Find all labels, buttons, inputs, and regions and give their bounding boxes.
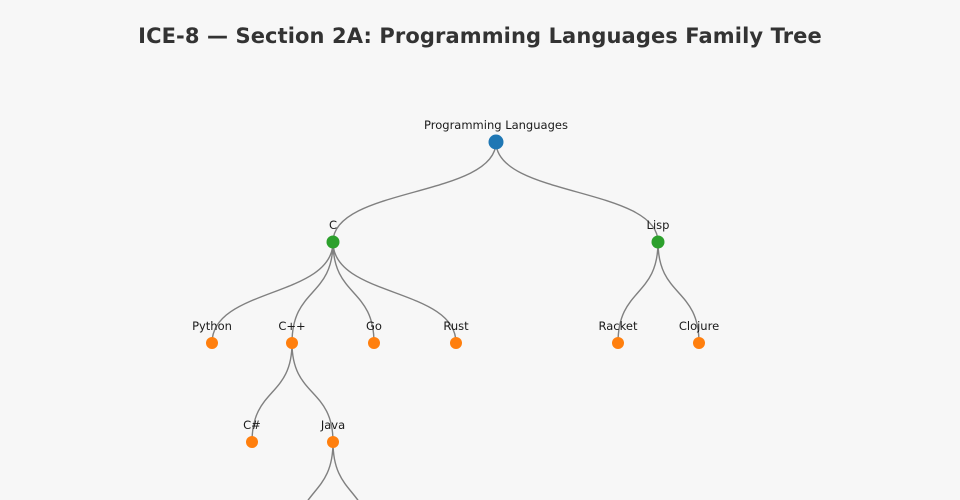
tree-node-dot-go[interactable]: [368, 337, 380, 349]
tree-node-dot-clojure[interactable]: [693, 337, 705, 349]
edge-layer: [211, 141, 700, 500]
tree-node-dot-python[interactable]: [206, 337, 218, 349]
tree-node-label-rust: Rust: [443, 319, 469, 333]
tree-edge-java-to-java-child-right: [332, 441, 359, 500]
tree-edge-c-to-go: [332, 241, 375, 344]
tree-node-label-cpp: C++: [278, 319, 305, 333]
tree-edge-lisp-to-clojure: [657, 241, 700, 344]
tree-edge-c-to-cpp: [291, 241, 334, 344]
tree-node-label-c: C: [329, 218, 337, 232]
tree-node-programming-languages[interactable]: Programming Languages: [424, 118, 568, 150]
tree-node-java[interactable]: Java: [320, 418, 345, 448]
tree-node-clojure[interactable]: Clojure: [679, 319, 719, 349]
tree-node-go[interactable]: Go: [366, 319, 382, 349]
tree-node-cpp[interactable]: C++: [278, 319, 306, 349]
page-title: ICE-8 — Section 2A: Programming Language…: [138, 24, 822, 48]
tree-node-label-lisp: Lisp: [647, 218, 670, 232]
tree-node-dot-cpp[interactable]: [286, 337, 298, 349]
tree-node-dot-racket[interactable]: [612, 337, 624, 349]
tree-edge-programming-languages-to-lisp: [495, 141, 659, 243]
tree-node-lisp[interactable]: Lisp: [647, 218, 670, 249]
tree-node-label-racket: Racket: [599, 319, 638, 333]
tree-node-label-java: Java: [320, 418, 345, 432]
tree-edge-c-to-rust: [332, 241, 457, 344]
tree-node-csharp[interactable]: C#: [243, 418, 261, 448]
tree-edge-java-to-java-child-left: [307, 441, 334, 500]
tree-edge-programming-languages-to-c: [332, 141, 497, 243]
tree-edge-cpp-to-java: [291, 342, 334, 443]
tree-node-dot-lisp[interactable]: [651, 235, 665, 249]
tree-node-dot-rust[interactable]: [450, 337, 462, 349]
tree-edge-cpp-to-csharp: [251, 342, 293, 443]
tree-edge-c-to-python: [211, 241, 334, 344]
tree-node-rust[interactable]: Rust: [443, 319, 469, 349]
tree-edge-lisp-to-racket: [617, 241, 659, 344]
tree-node-racket[interactable]: Racket: [599, 319, 638, 349]
tree-node-label-programming-languages: Programming Languages: [424, 118, 568, 132]
tree-node-dot-programming-languages[interactable]: [488, 134, 504, 150]
tree-node-label-clojure: Clojure: [679, 319, 719, 333]
tree-node-python[interactable]: Python: [192, 319, 232, 349]
tree-node-dot-csharp[interactable]: [246, 436, 258, 448]
tree-node-label-python: Python: [192, 319, 232, 333]
tree-node-label-csharp: C#: [243, 418, 261, 432]
tree-node-dot-java[interactable]: [327, 436, 339, 448]
tree-node-c[interactable]: C: [326, 218, 340, 249]
tree-node-label-go: Go: [366, 319, 382, 333]
tree-node-dot-c[interactable]: [326, 235, 340, 249]
